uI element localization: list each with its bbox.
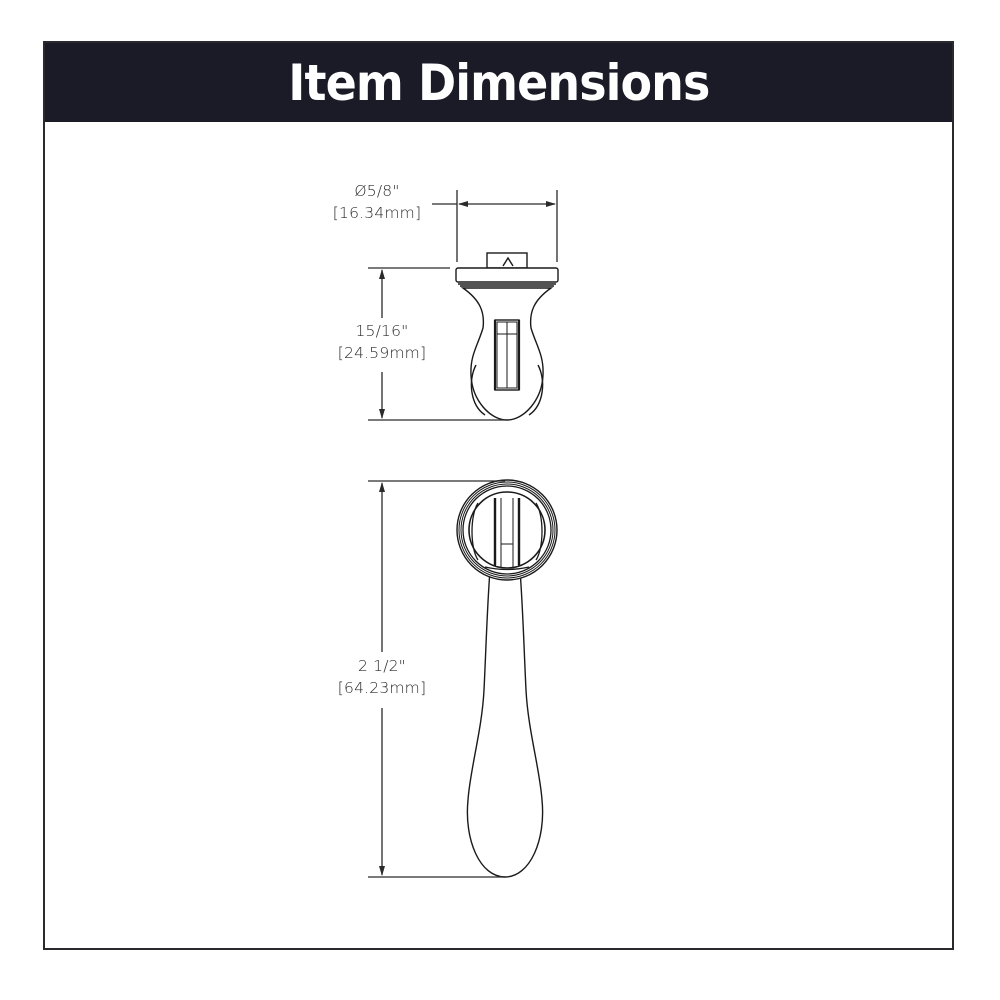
pull-side-view xyxy=(455,252,559,421)
length-dimension xyxy=(368,480,505,878)
diameter-dimension xyxy=(430,190,558,262)
diameter-label: Ø5/8" [16.34mm] xyxy=(322,180,432,224)
length-metric: [64.23mm] xyxy=(337,679,427,697)
header-banner: Item Dimensions xyxy=(45,43,952,122)
top-height-label: 15/16" [24.59mm] xyxy=(326,320,438,364)
length-label: 2 1/2" [64.23mm] xyxy=(326,655,438,699)
top-height-dimension xyxy=(368,267,505,421)
length-imperial: 2 1/2" xyxy=(357,657,407,675)
top-height-imperial: 15/16" xyxy=(355,322,409,340)
page-title: Item Dimensions xyxy=(287,53,710,112)
diameter-metric: [16.34mm] xyxy=(332,204,422,222)
diameter-imperial: Ø5/8" xyxy=(354,182,400,200)
pull-front-view xyxy=(456,479,558,878)
top-height-metric: [24.59mm] xyxy=(337,344,427,362)
